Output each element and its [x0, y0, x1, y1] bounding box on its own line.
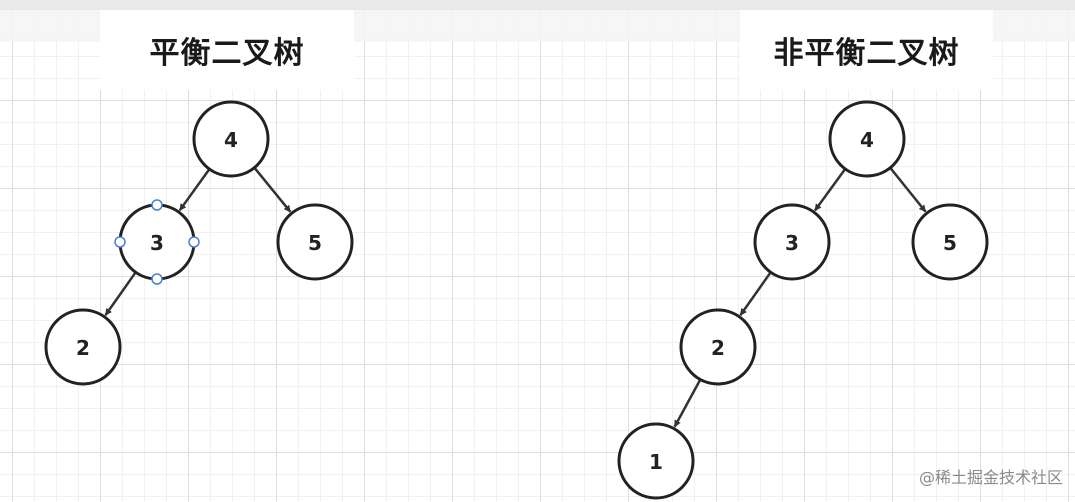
- edge-u4-u3: [813, 168, 846, 212]
- node-label: 5: [308, 231, 322, 255]
- title-unbalanced-tree: 非平衡二叉树: [740, 10, 993, 90]
- edge-u2-u1: [673, 379, 701, 428]
- tree-node-u4[interactable]: 4: [828, 100, 906, 178]
- edge-b3-b2: [104, 272, 137, 316]
- node-label: 3: [150, 231, 164, 255]
- selection-handle-bottom[interactable]: [151, 273, 163, 285]
- top-strip: [0, 0, 1075, 10]
- node-label: 4: [860, 128, 874, 152]
- node-circle: [753, 203, 831, 281]
- node-circle: [679, 308, 757, 386]
- edge-b4-b3: [178, 169, 210, 212]
- node-label: 3: [785, 231, 799, 255]
- node-circle: [828, 100, 906, 178]
- selection-handle-top[interactable]: [151, 199, 163, 211]
- node-label: 5: [943, 231, 957, 255]
- tree-node-b3[interactable]: 3: [118, 203, 196, 281]
- node-circle: [276, 203, 354, 281]
- node-label: 2: [76, 336, 90, 360]
- node-label: 1: [649, 450, 663, 474]
- tree-node-u2[interactable]: 2: [679, 308, 757, 386]
- node-circle: [44, 308, 122, 386]
- tree-node-b2[interactable]: 2: [44, 308, 122, 386]
- node-label: 4: [224, 128, 238, 152]
- node-circle: [192, 100, 270, 178]
- node-circle: [617, 422, 695, 500]
- selection-handle-right[interactable]: [188, 236, 200, 248]
- tree-node-b4[interactable]: 4: [192, 100, 270, 178]
- tree-node-u3[interactable]: 3: [753, 203, 831, 281]
- title-balanced-tree: 平衡二叉树: [100, 10, 354, 90]
- edge-u3-u2: [739, 272, 772, 316]
- selection-handle-left[interactable]: [114, 236, 126, 248]
- tree-node-u1[interactable]: 1: [617, 422, 695, 500]
- watermark: @稀土掘金技术社区: [918, 468, 1063, 487]
- node-label: 2: [711, 336, 725, 360]
- tree-node-u5[interactable]: 5: [911, 203, 989, 281]
- edge-u4-u5: [889, 167, 927, 213]
- tree-node-b5[interactable]: 5: [276, 203, 354, 281]
- edge-b4-b5: [254, 167, 292, 213]
- node-circle: [911, 203, 989, 281]
